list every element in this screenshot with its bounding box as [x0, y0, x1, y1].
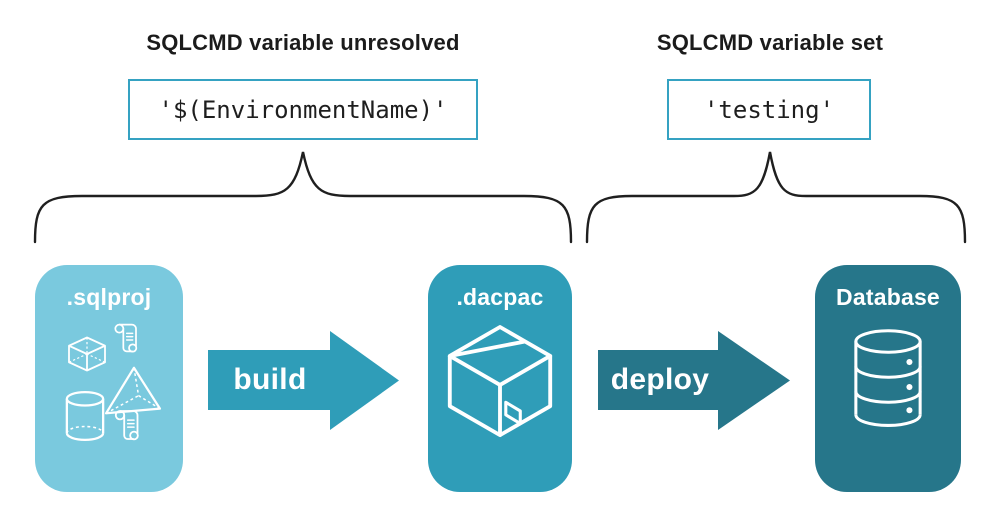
script-icon: [112, 322, 140, 354]
stage-dacpac: .dacpac: [428, 265, 572, 492]
heading-sqlcmd-set: SQLCMD variable set: [656, 30, 884, 55]
build-arrow: [208, 331, 399, 430]
deploy-arrow-label: deploy: [610, 363, 710, 396]
build-arrow-label: build: [233, 363, 307, 396]
cylinder-icon: [64, 390, 106, 442]
stage-database-label: Database: [836, 284, 940, 310]
code-box-testing: 'testing': [667, 79, 871, 140]
curly-brace-left: [33, 151, 573, 244]
database-icon: [849, 329, 927, 429]
stage-sqlproj-label: .sqlproj: [66, 284, 152, 310]
deploy-arrow: [598, 331, 790, 430]
stage-sqlproj: .sqlproj: [35, 265, 183, 492]
stage-database: Database: [815, 265, 961, 492]
curly-brace-right: [585, 151, 967, 244]
stage-dacpac-label: .dacpac: [456, 284, 544, 310]
script-icon: [113, 408, 141, 442]
package-icon: [444, 320, 556, 446]
code-box-environment-name: '$(EnvironmentName)': [128, 79, 478, 140]
heading-sqlcmd-unresolved: SQLCMD variable unresolved: [146, 30, 460, 55]
cube-icon: [66, 334, 108, 374]
